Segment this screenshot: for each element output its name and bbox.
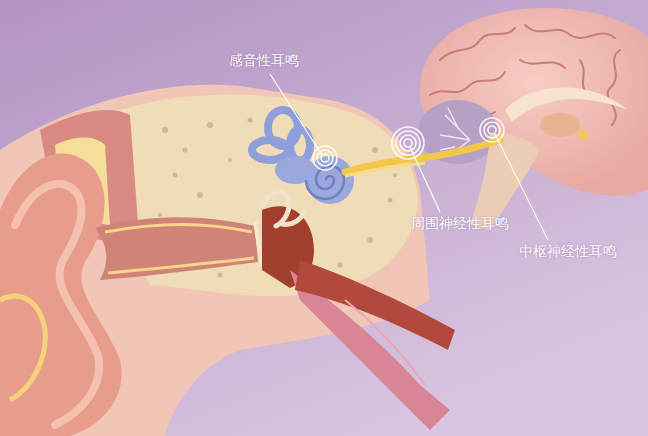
illustration-part [440,28,515,60]
illustration-part [396,131,420,155]
illustration-part [252,140,288,160]
vessel [295,260,455,350]
leader-lines [270,74,548,240]
canal-lining [108,258,254,273]
illustration-part [158,213,162,217]
tube-line [345,300,425,385]
illustration-part [218,273,223,278]
illustration-part [393,173,397,177]
eardrum [255,222,262,266]
canal-lining [105,225,252,233]
illustration-part [608,50,620,125]
illustration-part [430,72,505,95]
illustration-part [392,127,424,159]
auricle [0,154,122,436]
auditory-nerve [345,140,500,172]
illustration-part [162,127,168,133]
illustration-part [488,126,496,134]
illustration-part [321,154,329,162]
illustration-part [525,25,615,38]
callout-label: 中枢神经性耳鸣 [519,243,617,260]
illustration-part [228,158,232,162]
ossicles [262,192,305,226]
illustration-part [207,122,213,128]
thalamus [540,113,580,137]
illustration-part [338,263,343,268]
cartilage [0,296,45,400]
callout-label: 周围神经性耳鸣 [411,215,509,232]
illustration-part [367,237,373,243]
illustration-part [410,147,440,212]
nerve-highlight [345,163,425,176]
illustration-part [480,118,504,142]
illustration-part [388,198,393,203]
illustration-part [197,192,203,198]
illustration-part [173,173,178,178]
illustration-part [520,60,565,68]
callout-label: 感音性耳鸣 [229,52,299,69]
illustration-part [372,147,378,153]
head-tissue [0,85,430,436]
semicircular-canals [252,110,310,161]
illustration-part [484,122,500,138]
illustration-part [183,148,188,153]
illustration-part [313,146,337,170]
ear-canal [95,217,258,280]
illustration-part [270,74,322,155]
illustration-part [248,118,253,123]
illustration-part [317,150,333,166]
illustration-part [404,139,412,147]
ripples [313,118,504,170]
illustration-part [400,135,416,151]
cochlea-spiral [306,166,344,199]
pituitary [577,129,589,141]
